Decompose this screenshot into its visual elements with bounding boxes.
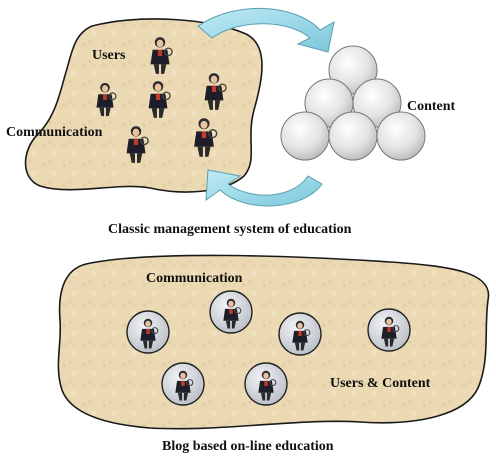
users-content-label: Users & Content	[330, 376, 431, 391]
users-blob	[24, 18, 263, 193]
user-bubble	[126, 310, 170, 354]
user-bubble	[367, 308, 411, 352]
user-bubble	[278, 312, 322, 356]
curved-arrow-icon	[205, 169, 323, 207]
content-ball-icon	[328, 111, 378, 161]
users-label: Users	[92, 48, 126, 63]
user-bubble	[209, 290, 253, 334]
classic-system-caption: Classic management system of education	[108, 222, 352, 237]
communication-label-bottom: Communication	[146, 271, 243, 286]
communication-label-top: Communication	[6, 125, 103, 140]
content-ball-icon	[376, 111, 426, 161]
content-ball-pyramid	[280, 45, 426, 161]
blog-education-caption: Blog based on-line education	[162, 439, 334, 454]
user-bubble	[161, 362, 205, 406]
curved-arrow-icon	[197, 8, 335, 53]
user-bubble	[244, 362, 288, 406]
content-ball-icon	[280, 111, 330, 161]
content-label: Content	[407, 99, 456, 114]
